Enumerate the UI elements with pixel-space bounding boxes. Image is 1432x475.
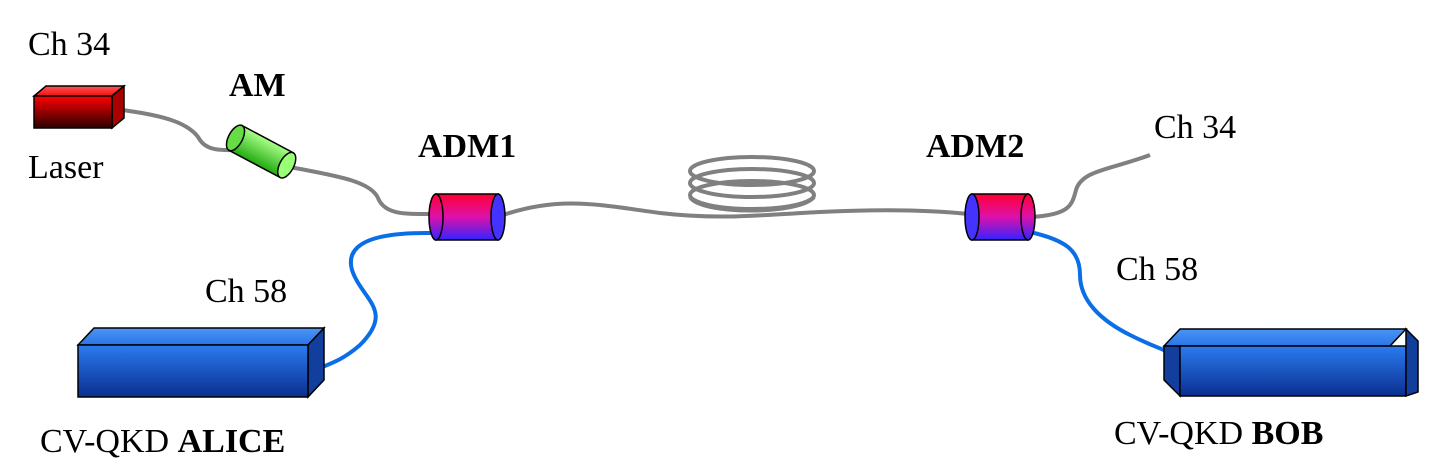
adm2-label: ADM2 (926, 128, 1024, 165)
adm1-icon (428, 193, 506, 241)
fiber-laser-to-am (121, 108, 239, 153)
laser-icon (31, 84, 127, 130)
bob-caption: CV-QKD BOB (1114, 415, 1323, 452)
fiber-am-to-adm1 (289, 165, 433, 217)
adm2-output-channel-label: Ch 34 (1154, 109, 1236, 146)
alice-caption: CV-QKD ALICE (40, 423, 285, 460)
bob-channel-label: Ch 58 (1116, 251, 1198, 288)
laser-label: Laser (28, 149, 104, 186)
alice-device-icon (76, 326, 326, 399)
fiber-spool-icon (688, 155, 816, 213)
alice-caption-name: ALICE (178, 423, 286, 460)
bob-caption-name: BOB (1252, 415, 1324, 452)
alice-caption-prefix: CV-QKD (40, 423, 178, 460)
bob-device-icon (1162, 327, 1419, 398)
fiber-adm1-to-adm2 (499, 201, 969, 219)
am-label: AM (229, 67, 286, 104)
laser-channel-label: Ch 34 (28, 26, 110, 63)
bob-caption-prefix: CV-QKD (1114, 415, 1252, 452)
alice-channel-label: Ch 58 (205, 273, 287, 310)
adm2-icon (964, 193, 1036, 241)
fiber-adm2-to-bob (1029, 230, 1169, 354)
adm1-label: ADM1 (418, 128, 516, 165)
fiber-adm1-to-alice (319, 230, 433, 370)
fiber-adm2-to-output (1029, 153, 1151, 219)
amplitude-modulator-icon (225, 124, 297, 179)
